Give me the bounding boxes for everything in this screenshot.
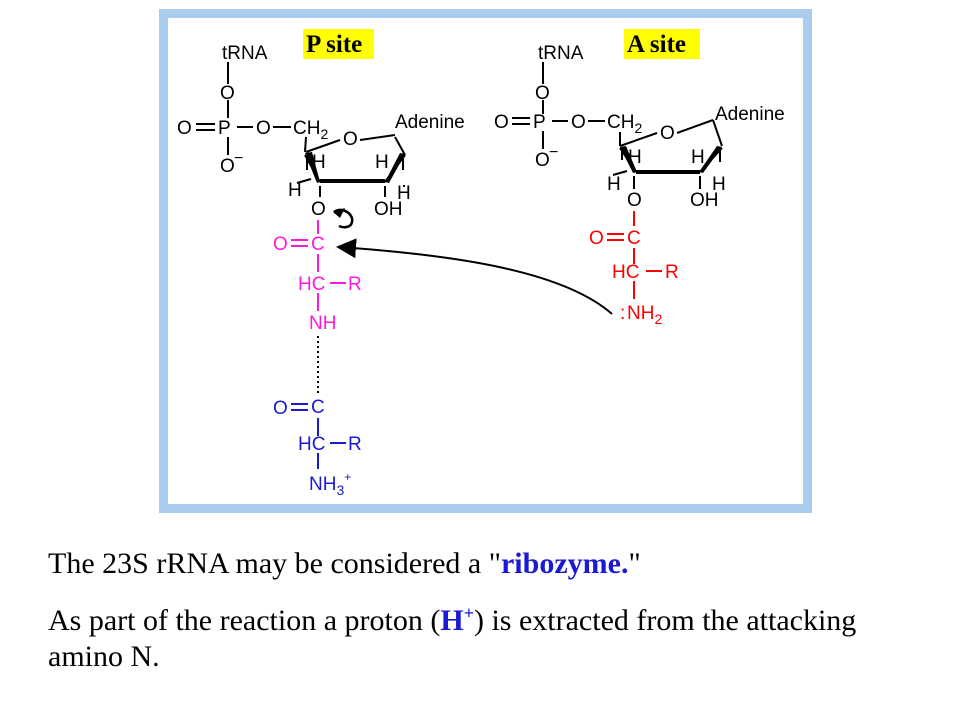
peptidyl-r: R bbox=[348, 274, 362, 295]
a-phosphate-o-top: O bbox=[535, 83, 550, 104]
aminoacyl-nh2: NH2 bbox=[627, 303, 662, 327]
p-ring-h-1: H bbox=[312, 152, 326, 173]
p-phosphate-o-minus: O bbox=[220, 156, 235, 177]
a-ring-wedge-right bbox=[699, 146, 722, 173]
a-ring-h-2: H bbox=[691, 147, 705, 168]
p-phosphate-o-top: O bbox=[220, 83, 235, 104]
n-terminal-hc: HC bbox=[298, 434, 325, 455]
a-3prime-o: O bbox=[627, 190, 642, 211]
peptidyl-hc: HC bbox=[298, 274, 325, 295]
aminoacyl-lone-pair: : bbox=[620, 303, 625, 324]
p-site-label: P site bbox=[306, 31, 362, 58]
a-phosphate-o-double: O bbox=[494, 112, 509, 133]
peptidyl-nh: NH bbox=[309, 313, 336, 334]
aminoacyl-carbon: C bbox=[627, 228, 641, 249]
aminoacyl-carbonyl-o: O bbox=[589, 228, 604, 249]
p-3prime-o: O bbox=[311, 199, 326, 220]
a-ring-wedge-left bbox=[620, 146, 637, 173]
a-3prime-oh: OH bbox=[690, 190, 719, 211]
p-adenine-label: Adenine bbox=[395, 112, 465, 133]
p-phosphate-o-double: O bbox=[177, 118, 192, 139]
n-terminal-carbon: C bbox=[311, 397, 325, 418]
p-phosphorus: P bbox=[218, 118, 231, 139]
a-trna-label: tRNA bbox=[538, 43, 584, 64]
a-phosphorus: P bbox=[533, 112, 546, 133]
a-site-highlight bbox=[624, 29, 700, 59]
p-3prime-oh: OH bbox=[374, 199, 403, 220]
p-ring-wedge-right bbox=[385, 153, 405, 183]
peptidyl-carbon: C bbox=[311, 234, 325, 255]
p-site-highlight bbox=[303, 29, 374, 59]
p-trna-label: tRNA bbox=[222, 43, 268, 64]
bond-break-arrowhead bbox=[333, 208, 345, 218]
p-h-left: H bbox=[288, 180, 302, 201]
aminoacyl-r: R bbox=[665, 262, 679, 283]
p-ring-h-2: H bbox=[375, 152, 389, 173]
n-terminal-carbonyl-o: O bbox=[273, 398, 288, 419]
ribozyme-term: ribozyme. bbox=[500, 547, 629, 580]
a-site-label: A site bbox=[627, 31, 686, 58]
a-minus-sign: − bbox=[549, 144, 558, 161]
a-h-right: H bbox=[712, 174, 726, 195]
p-minus-sign: − bbox=[234, 150, 243, 167]
n-terminal-bonds bbox=[291, 403, 346, 469]
aminoacyl-bonds bbox=[607, 211, 662, 299]
nucleophilic-attack-arrow bbox=[336, 238, 613, 315]
a-adenine-label: Adenine bbox=[715, 104, 785, 125]
a-phosphate-o-minus: O bbox=[535, 150, 550, 171]
a-ring-h-1: H bbox=[628, 147, 642, 168]
a-ester-o: O bbox=[571, 112, 586, 133]
a-ch2: CH2 bbox=[607, 112, 642, 136]
caption-ribozyme: The 23S rRNA may be considered a "ribozy… bbox=[48, 547, 641, 580]
diagram-frame bbox=[159, 9, 812, 513]
caption-proton: As part of the reaction a proton (H+) is… bbox=[48, 603, 857, 673]
p-ch2: CH2 bbox=[293, 118, 328, 142]
a-ring-oxygen: O bbox=[660, 123, 675, 144]
aminoacyl-hc: HC bbox=[612, 262, 639, 283]
p-h-right: H bbox=[397, 183, 411, 204]
peptidyl-transfer-diagram: P site A site tRNA O O P O CH2 O − O bbox=[159, 9, 812, 513]
p-ring-wedge-left bbox=[305, 152, 320, 183]
n-terminal-nh3: NH3+ bbox=[309, 470, 351, 498]
a-h-left: H bbox=[607, 174, 621, 195]
peptidyl-bonds bbox=[291, 220, 346, 311]
peptidyl-carbonyl-o: O bbox=[273, 234, 288, 255]
p-ester-o: O bbox=[256, 118, 271, 139]
p-ring-oxygen: O bbox=[343, 129, 358, 150]
proton-ion: H+ bbox=[440, 603, 474, 637]
n-terminal-r: R bbox=[348, 434, 362, 455]
